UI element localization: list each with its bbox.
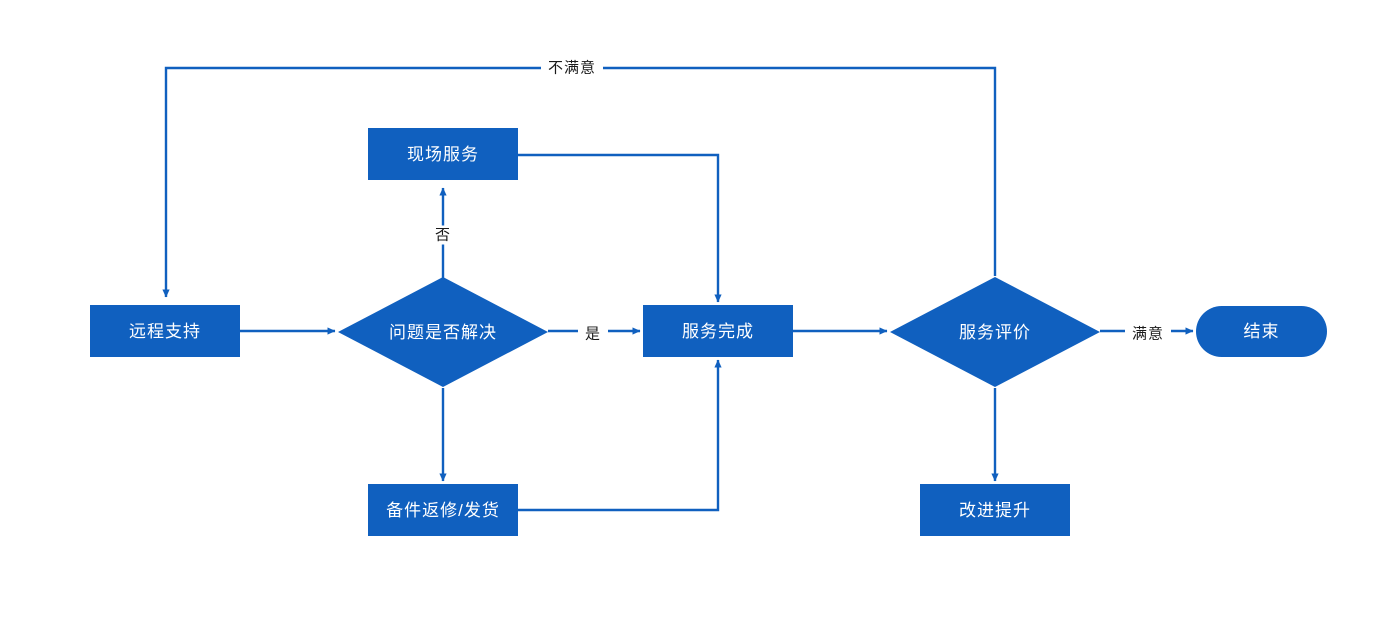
node-improvement[interactable]: 改进提升 bbox=[920, 484, 1070, 536]
node-label: 服务评价 bbox=[959, 322, 1031, 342]
edge-label-no: 否 bbox=[427, 225, 459, 245]
node-problem-solved[interactable]: 问题是否解决 bbox=[338, 277, 548, 387]
node-label: 结束 bbox=[1243, 322, 1280, 341]
node-parts-repair[interactable]: 备件返修/发货 bbox=[368, 484, 518, 536]
diamond-shape bbox=[890, 277, 1100, 387]
node-onsite-service[interactable]: 现场服务 bbox=[368, 128, 518, 180]
node-remote-support[interactable]: 远程支持 bbox=[90, 305, 240, 357]
edge-onsite-service-to-service-done bbox=[518, 153, 722, 303]
node-service-done[interactable]: 服务完成 bbox=[643, 305, 793, 357]
node-end[interactable]: 结束 bbox=[1196, 306, 1327, 357]
node-label: 改进提升 bbox=[959, 500, 1031, 520]
edge-label-dissatisfied: 不满意 bbox=[540, 58, 604, 78]
node-service-review[interactable]: 服务评价 bbox=[890, 277, 1100, 387]
node-label: 现场服务 bbox=[407, 144, 479, 164]
edge-label-yes: 是 bbox=[577, 324, 609, 344]
diamond-shape bbox=[338, 277, 548, 387]
node-label: 问题是否解决 bbox=[389, 322, 497, 342]
edge-service-review-to-remote-support bbox=[162, 66, 997, 298]
edge-label-satisfied: 满意 bbox=[1124, 324, 1172, 344]
edge-parts-repair-to-service-done bbox=[518, 359, 722, 512]
node-label: 远程支持 bbox=[129, 321, 201, 341]
node-label: 服务完成 bbox=[682, 321, 754, 341]
node-label: 备件返修/发货 bbox=[386, 500, 500, 520]
